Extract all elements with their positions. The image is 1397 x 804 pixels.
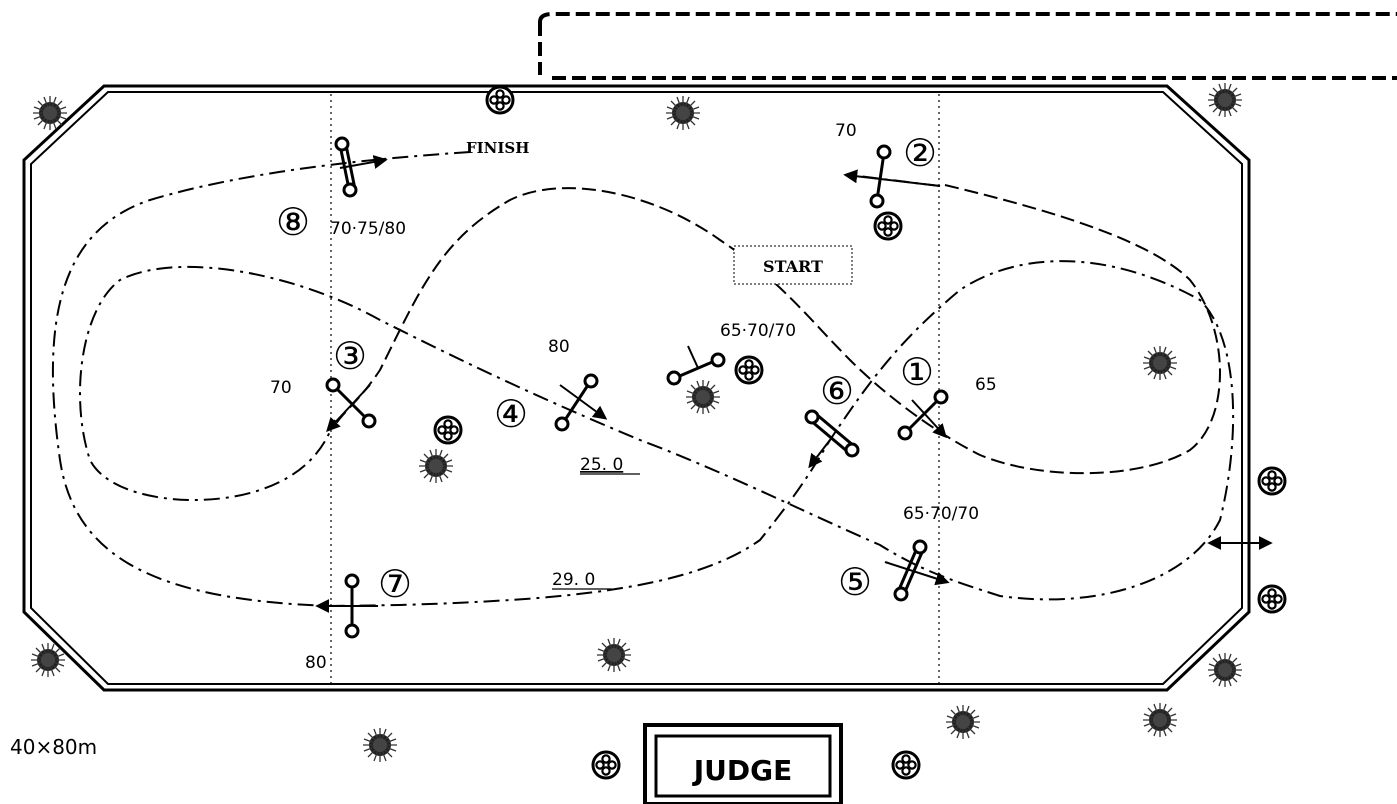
bush-icon (1207, 82, 1243, 118)
obstacle-7-height: 80 (305, 653, 327, 673)
obstacle-1-number: ① (900, 350, 934, 394)
start-label: START (763, 257, 823, 276)
obstacle-3-number: ③ (333, 334, 367, 378)
obstacle-4-number: ④ (494, 392, 528, 436)
obstacle-5-number: ⑤ (838, 560, 872, 604)
bush-icon (945, 704, 981, 740)
arena-border-inner (30, 91, 1243, 685)
bush-icon (32, 95, 68, 131)
finish-label: FINISH (466, 139, 529, 157)
obstacle-3-icon (325, 377, 377, 429)
obstacle-2-number: ② (903, 131, 937, 175)
flower-icon (1257, 466, 1287, 496)
flower-icon (591, 750, 621, 780)
bush-icon (596, 637, 632, 673)
obstacle-6-height: 65·70/70 (720, 321, 796, 341)
obstacle-8-arrow (339, 155, 388, 169)
judge-box-inner (654, 734, 832, 798)
flower-icon (873, 211, 903, 241)
warmup-area-border (538, 12, 1397, 80)
obstacle-4-height: 80 (548, 337, 570, 357)
course-path-dashdot (51, 151, 1235, 608)
flower-icon (485, 85, 515, 115)
course-path-dashed (334, 184, 1221, 475)
obstacle-8-number: ⑧ (276, 200, 310, 244)
bush-icon (685, 379, 721, 415)
arena-size-label: 40×80m (10, 735, 97, 759)
judge-label: JUDGE (692, 754, 793, 787)
obstacle-1-height: 65 (975, 375, 997, 395)
obstacle-6-arrow (808, 439, 831, 469)
flower-icon (734, 355, 764, 385)
obstacle-1-arrow (911, 399, 947, 439)
obstacle-6-icon (804, 409, 860, 458)
bush-icon (665, 95, 701, 131)
obstacle-5-height: 65·70/70 (903, 504, 979, 524)
obstacle-5-arrow (884, 561, 950, 586)
bush-icon (1142, 702, 1178, 738)
obstacle-8-height: 70·75/80 (330, 219, 406, 239)
bush-icon (30, 642, 66, 678)
bush-icon (362, 727, 398, 763)
obstacle-2-icon (869, 144, 892, 209)
flower-icon (1257, 584, 1287, 614)
obstacle-2-arrow (843, 169, 941, 187)
arena-border-outer (22, 84, 1251, 692)
obstacle-extra-icon (666, 352, 726, 386)
bush-icon (1207, 652, 1243, 688)
bush-icon (1142, 345, 1178, 381)
obstacle-4-arrow (559, 384, 608, 420)
obstacle-4-icon (554, 373, 599, 432)
start-box (733, 245, 853, 285)
flower-icon (891, 750, 921, 780)
obstacle-2-height: 70 (835, 121, 857, 141)
distance-label: 25. 0 (580, 455, 623, 475)
obstacle-1-icon (897, 389, 949, 441)
obstacle-7-number: ⑦ (378, 562, 412, 606)
obstacle-3-arrow (326, 384, 371, 433)
obstacle-6-number: ⑥ (820, 369, 854, 413)
distance-label: 29. 0 (552, 570, 595, 590)
obstacle-3-height: 70 (270, 378, 292, 398)
bush-icon (418, 448, 454, 484)
flower-icon (433, 415, 463, 445)
